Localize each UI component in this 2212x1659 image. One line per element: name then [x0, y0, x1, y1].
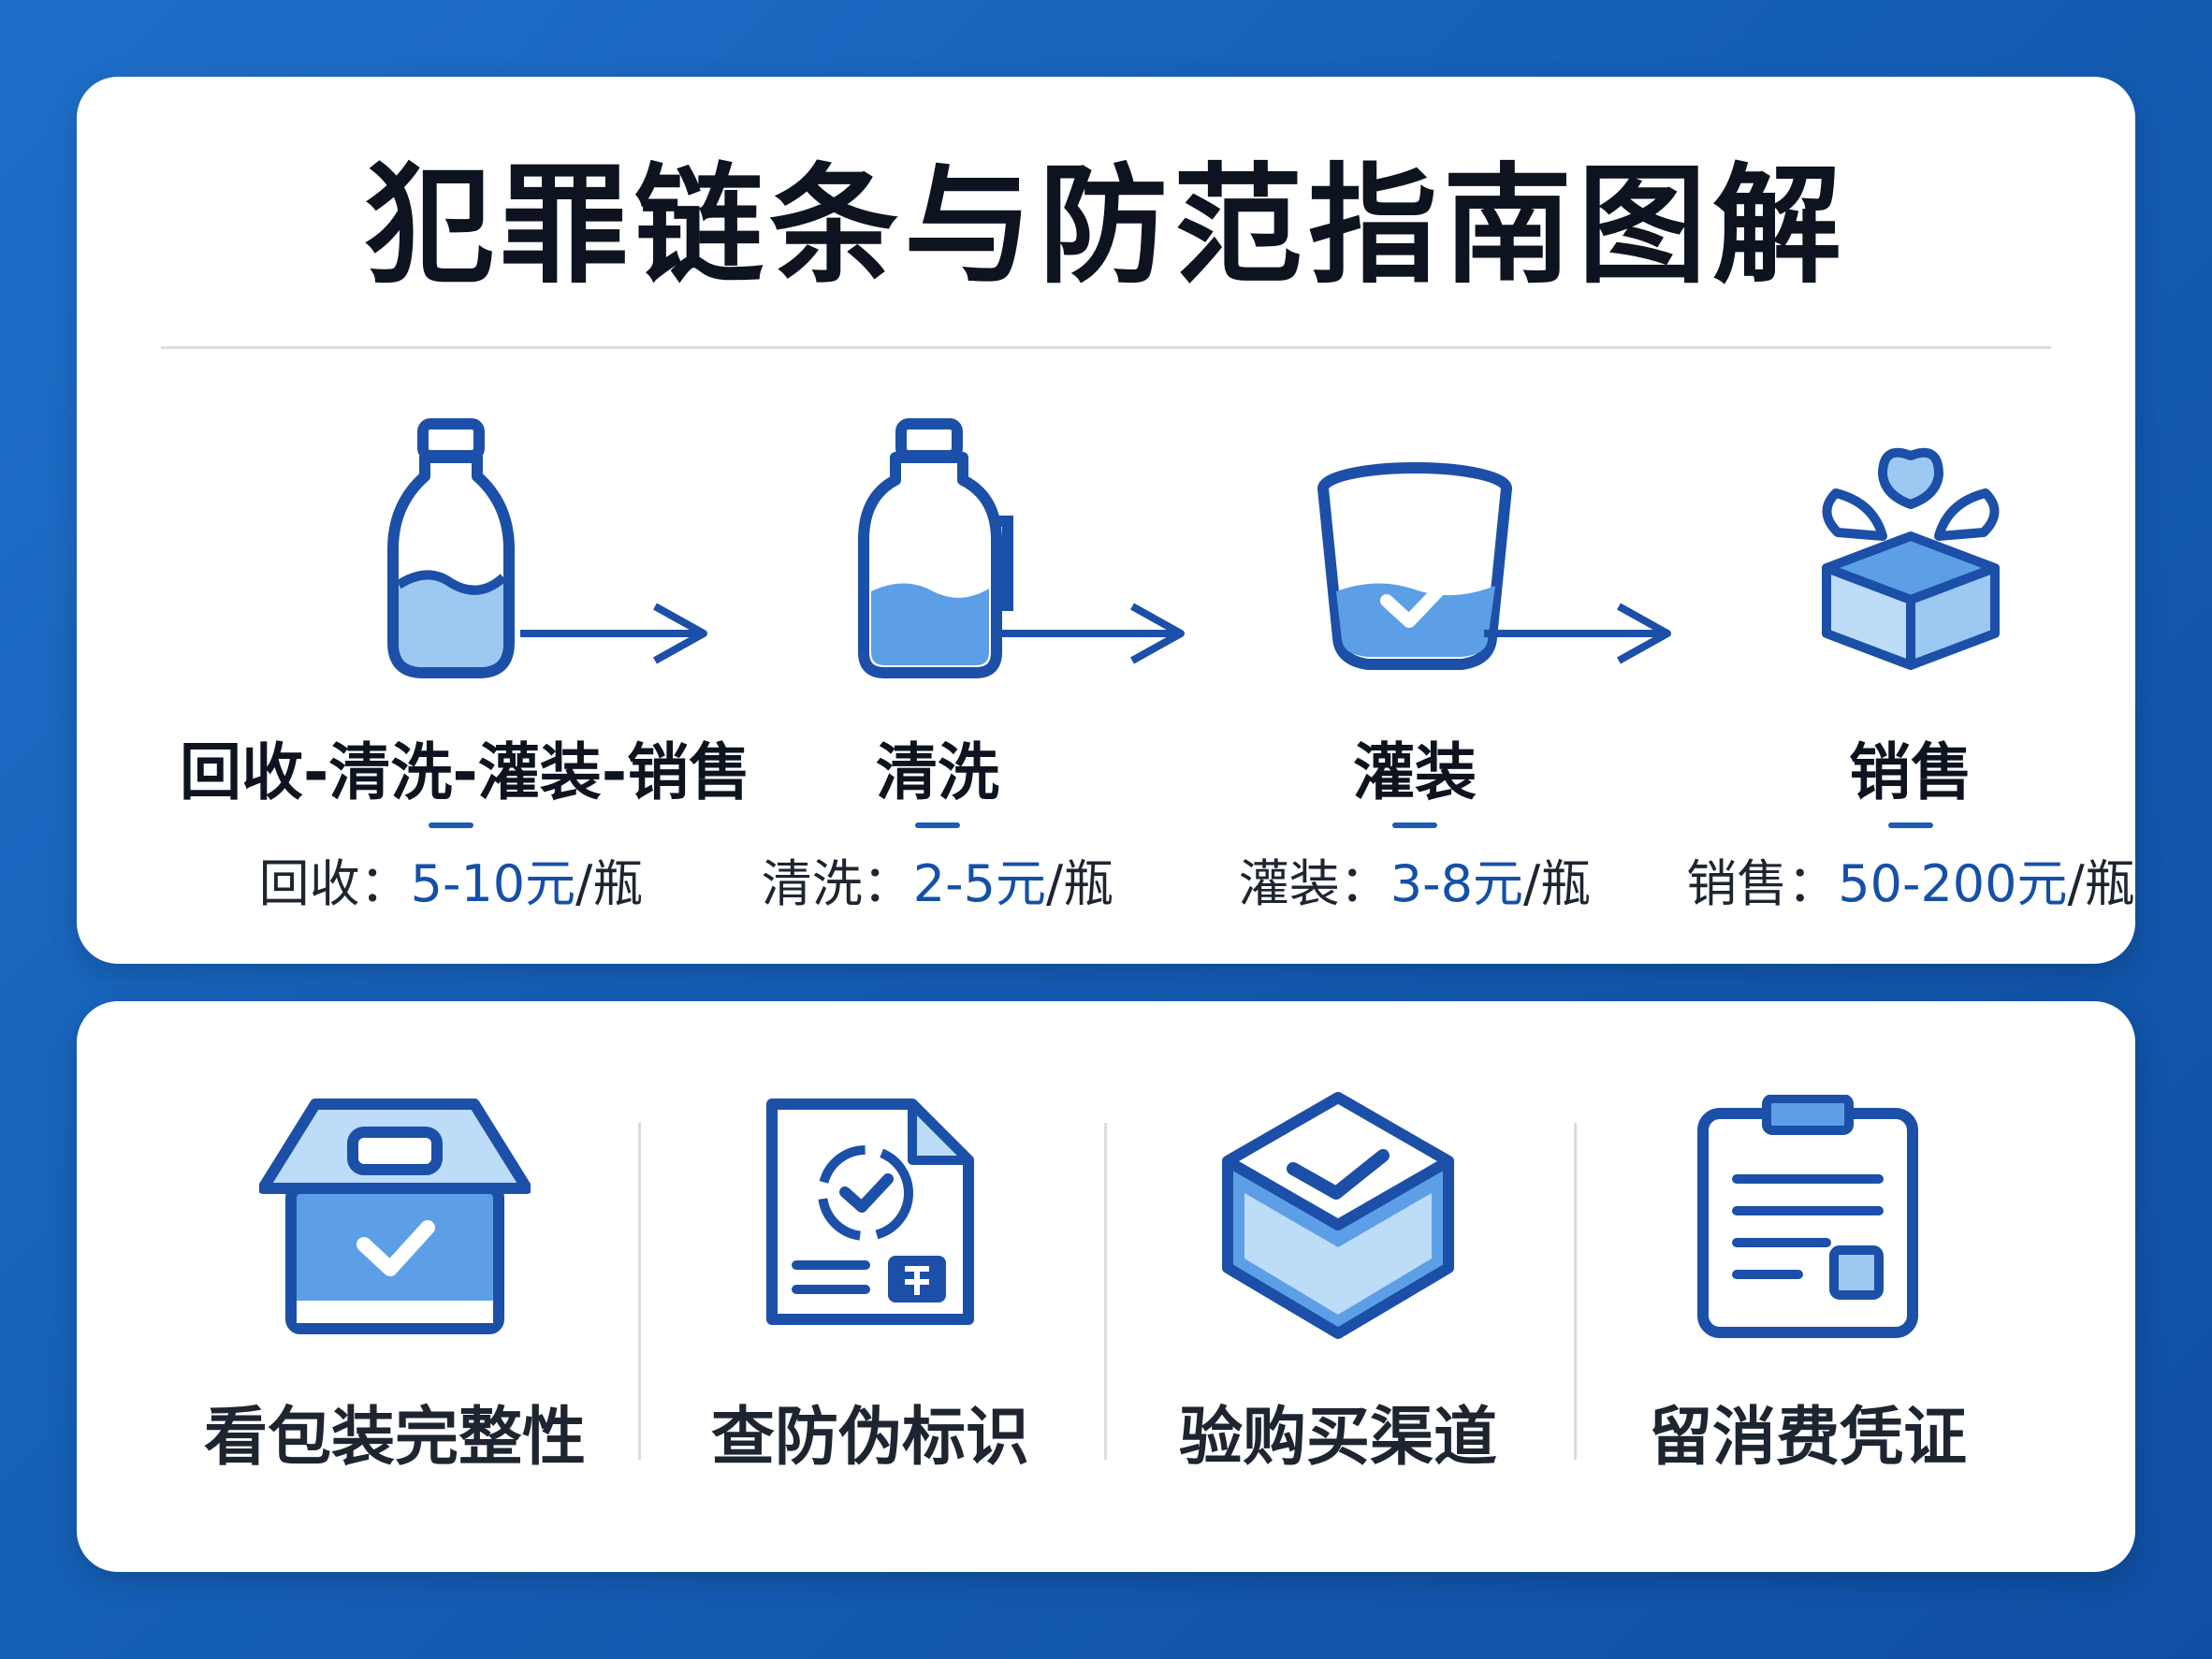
prevention-tips-card: 看包装完整性 查防伪标识 验购买渠道	[77, 1001, 2135, 1572]
chain-step-label: 清洗	[876, 736, 999, 808]
crime-chain-card: 犯罪链条与防范指南图解 回收-清洗-灌装-销售 回收：5-10元/瓶 清洗 清洗…	[77, 77, 2135, 964]
package-check-icon	[259, 1099, 531, 1334]
verified-box-icon	[1222, 1092, 1454, 1339]
label-underline	[1888, 822, 1933, 828]
tip-label: 留消费凭证	[1648, 1401, 1967, 1475]
gift-box-icon	[1822, 447, 2000, 670]
column-divider	[638, 1123, 641, 1460]
label-underline	[1392, 822, 1437, 828]
chain-step-label: 销售	[1849, 736, 1972, 808]
chain-step-label: 回收-清洗-灌装-销售	[180, 736, 751, 808]
anti-counterfeit-document-icon	[766, 1099, 974, 1325]
arrow-right-icon	[520, 603, 707, 664]
bucket-check-icon	[1317, 462, 1512, 670]
chain-step-price: 清洗：2-5元/瓶	[761, 854, 1114, 913]
chain-step-price: 回收：5-10元/瓶	[258, 854, 644, 913]
column-divider	[1104, 1123, 1107, 1460]
column-divider	[1574, 1123, 1577, 1460]
receipt-clipboard-icon	[1697, 1095, 1918, 1338]
tip-label: 验购买渠道	[1178, 1401, 1497, 1475]
label-underline	[915, 822, 960, 828]
tip-label: 查防伪标识	[710, 1401, 1029, 1475]
jug-icon	[858, 418, 1013, 678]
tip-label: 看包装完整性	[203, 1401, 586, 1475]
arrow-right-icon	[997, 603, 1185, 664]
chain-step-label: 灌装	[1353, 736, 1477, 808]
chain-step-price: 销售：50-200元/瓶	[1686, 854, 2135, 913]
water-bottle-icon	[387, 418, 515, 678]
title-divider	[161, 346, 2051, 349]
chain-step-price: 灌装：3-8元/瓶	[1238, 854, 1592, 913]
page-title: 犯罪链条与防范指南图解	[364, 151, 1847, 301]
arrow-right-icon	[1484, 603, 1671, 664]
label-underline	[429, 822, 473, 828]
